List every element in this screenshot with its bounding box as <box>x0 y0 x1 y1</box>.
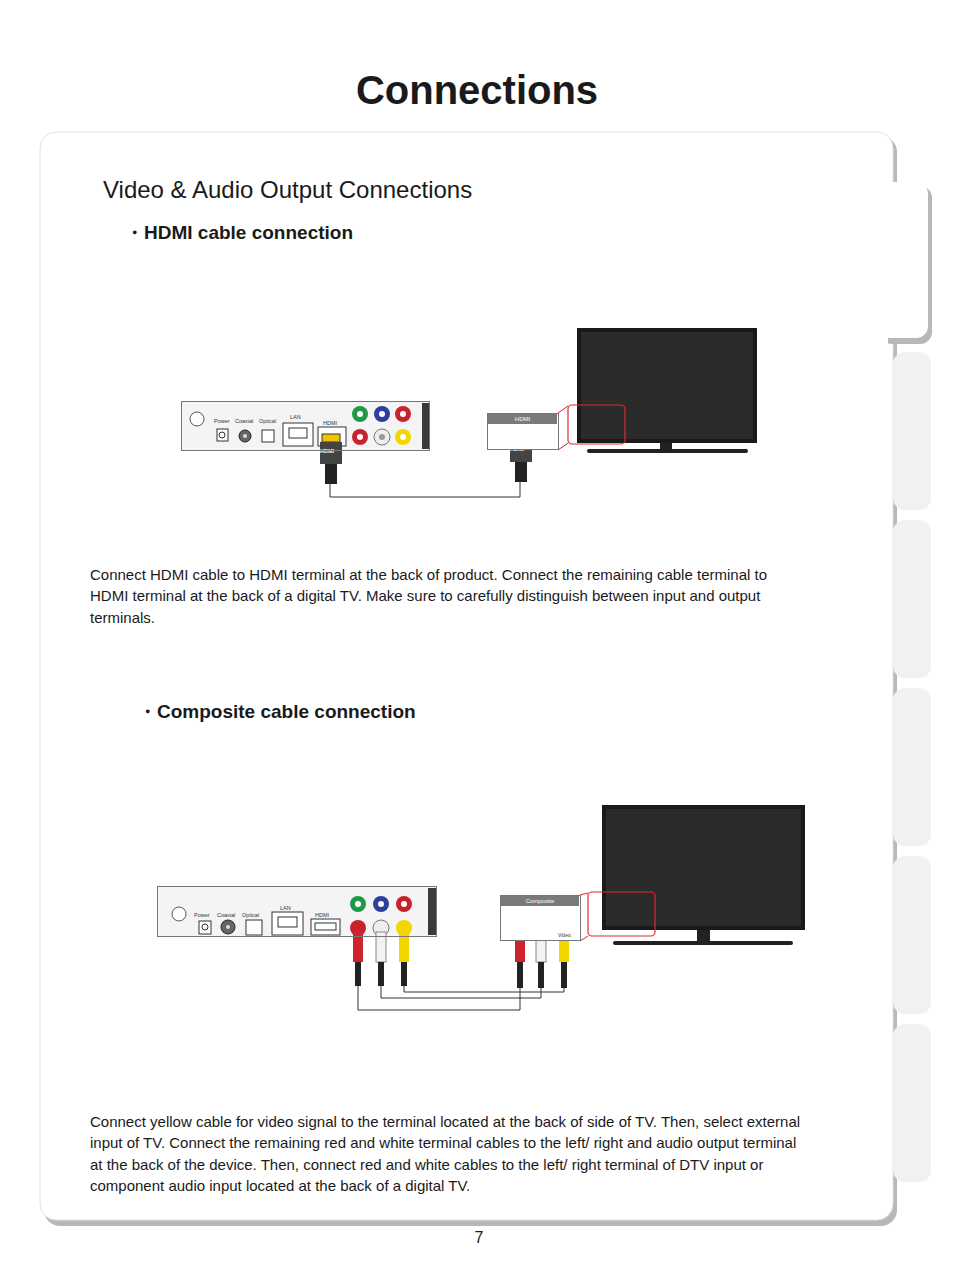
tv-set <box>602 805 805 945</box>
power-port-hole <box>219 432 225 438</box>
bullet-heading: ・Composite cable connection <box>138 701 538 724</box>
coaxial-port <box>221 920 235 934</box>
optical-port <box>246 920 262 935</box>
tv-base <box>587 449 748 453</box>
tv-base <box>613 941 793 945</box>
panel-side-strip <box>428 888 437 935</box>
lan-socket <box>278 917 297 927</box>
screw-hole <box>190 412 204 426</box>
rca-red <box>395 406 411 422</box>
tv-bezel <box>602 805 805 930</box>
plug-strain <box>325 464 337 484</box>
port-label: HDMI <box>323 421 337 427</box>
tv-screen <box>581 332 753 439</box>
lan-socket <box>289 428 307 438</box>
port-label: Optical <box>242 913 259 919</box>
device-back-panel: Power Coaxial Optical LAN HDMI <box>157 886 437 937</box>
side-tab <box>893 856 931 1014</box>
rca-blue <box>374 406 390 422</box>
paragraph: Connect yellow cable for video signal to… <box>90 1111 802 1196</box>
rca-green <box>352 406 368 422</box>
rca-yellow <box>395 429 411 445</box>
side-tab <box>893 520 931 678</box>
bullet-heading: ・HDMI cable connection <box>125 222 525 245</box>
tv-hdmi-port-box: HDMI <box>487 413 559 450</box>
tv-stand <box>660 443 672 450</box>
tv-set <box>577 328 757 453</box>
side-tab <box>893 1024 931 1182</box>
port-label: LAN <box>280 906 291 912</box>
callout-line <box>580 893 588 895</box>
port-label: HDMI <box>315 913 329 919</box>
callout-line <box>558 406 568 413</box>
page-title: Connections <box>0 68 954 113</box>
tab-join <box>872 150 888 346</box>
panel-side-strip <box>422 403 430 449</box>
panel-face <box>157 886 437 937</box>
screw-hole <box>172 907 186 921</box>
panel-face <box>181 401 430 451</box>
cable-line <box>330 450 520 497</box>
coaxial-pin <box>226 925 230 929</box>
highlight-frame <box>568 405 625 444</box>
rca-green <box>350 896 366 912</box>
hdmi-port <box>311 919 340 935</box>
composite-port-box: CompositeVideo <box>500 895 581 941</box>
rca-red <box>396 896 412 912</box>
device-back-panel-1 <box>181 401 430 451</box>
rca-plugs-device <box>353 932 409 986</box>
side-tab <box>893 688 931 846</box>
power-port <box>217 429 228 441</box>
hdmi-plug <box>320 434 342 484</box>
port-label: Power <box>214 419 230 425</box>
rca-white <box>374 429 390 445</box>
port-label: Video <box>558 933 571 938</box>
callout-line <box>558 443 568 450</box>
rca-red <box>352 429 368 445</box>
plug-tip <box>322 434 340 442</box>
device-back-panel: Power Coaxial Optical LAN HDMI <box>181 401 430 451</box>
port-label: Coaxial <box>235 419 253 425</box>
callout-line <box>580 936 588 941</box>
port-header: Composite <box>501 896 579 906</box>
rca-blue <box>373 896 389 912</box>
tv-screen <box>606 809 801 926</box>
paragraph: Connect HDMI cable to HDMI terminal at t… <box>90 564 790 628</box>
port-label: Coaxial <box>217 913 235 919</box>
tv-stand <box>697 930 710 941</box>
power-port-hole <box>202 924 208 930</box>
plug-body <box>320 442 342 464</box>
coaxial-pin <box>243 434 247 438</box>
coaxial-port <box>239 430 251 442</box>
section-heading: Video & Audio Output Connections <box>103 176 703 205</box>
optical-port <box>262 430 274 442</box>
port-label: Optical <box>259 419 276 425</box>
lan-port <box>283 423 313 446</box>
page-number: 7 <box>459 1228 499 1247</box>
device-back-panel-2 <box>157 886 437 937</box>
side-tab <box>893 352 931 510</box>
port-label: Power <box>194 913 210 919</box>
tv-bezel <box>577 328 757 443</box>
port-label: LAN <box>290 415 301 421</box>
hdmi-socket <box>315 923 336 930</box>
content-panel <box>40 132 893 1220</box>
highlight-frame <box>588 892 655 936</box>
plug-label: HDMI <box>320 448 340 455</box>
port-header: HDMI <box>488 414 557 424</box>
plug-strain <box>515 462 527 482</box>
lan-port <box>272 912 303 935</box>
power-port <box>199 921 211 934</box>
